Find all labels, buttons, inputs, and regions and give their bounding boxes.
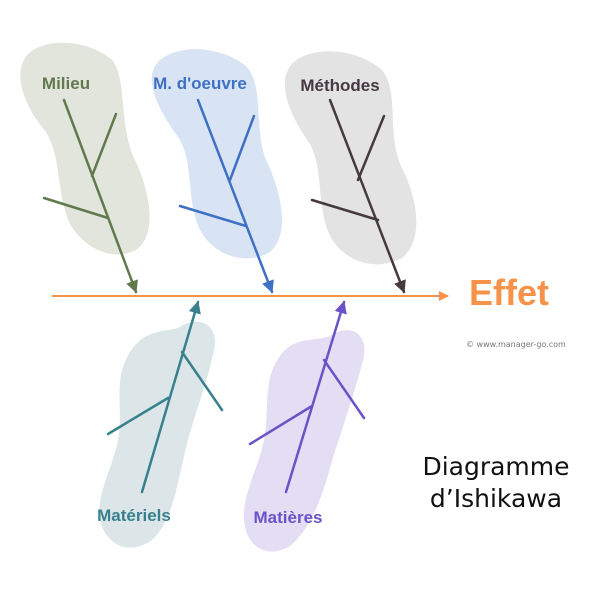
branch-matieres xyxy=(248,300,366,494)
category-label-milieu: Milieu xyxy=(42,74,90,93)
blob-materiels xyxy=(99,321,216,548)
blob-matieres xyxy=(243,330,365,552)
branch-materiels xyxy=(106,300,224,494)
branch-matieres-sub-1 xyxy=(322,358,366,420)
branch-milieu-sub-1 xyxy=(90,112,118,178)
branch-matieres-main xyxy=(284,300,347,494)
blob-methodes xyxy=(284,51,417,265)
branch-main-oeuvre-main xyxy=(196,98,274,294)
branch-materiels-sub-2 xyxy=(106,396,170,436)
category-label-main-oeuvre: M. d'oeuvre xyxy=(153,74,247,93)
effect-label: Effet xyxy=(469,272,549,313)
blob-milieu xyxy=(20,42,150,255)
branch-milieu-sub-2 xyxy=(42,196,110,220)
diagram-title-line-2: d’Ishikawa xyxy=(430,484,562,513)
credit-text: © www.manager-go.com xyxy=(466,340,566,349)
branch-main-oeuvre-sub-2 xyxy=(178,204,248,228)
branch-main-oeuvre xyxy=(178,98,274,294)
category-label-methodes: Méthodes xyxy=(300,76,379,95)
branch-materiels-main xyxy=(140,300,201,494)
branch-milieu xyxy=(42,98,138,294)
branch-methodes-sub-2 xyxy=(310,198,380,222)
category-label-matieres: Matières xyxy=(254,508,323,527)
diagram-title-line-1: Diagramme xyxy=(422,452,569,481)
branch-materiels-sub-1 xyxy=(180,350,224,412)
branch-matieres-sub-2 xyxy=(248,404,314,446)
branch-methodes-main xyxy=(328,98,406,294)
branch-methodes-sub-1 xyxy=(356,114,386,182)
branch-milieu-main xyxy=(62,98,138,294)
category-label-materiels: Matériels xyxy=(97,506,171,525)
blob-main-oeuvre xyxy=(151,49,283,259)
branch-methodes xyxy=(310,98,406,294)
branch-main-oeuvre-sub-1 xyxy=(228,114,256,182)
